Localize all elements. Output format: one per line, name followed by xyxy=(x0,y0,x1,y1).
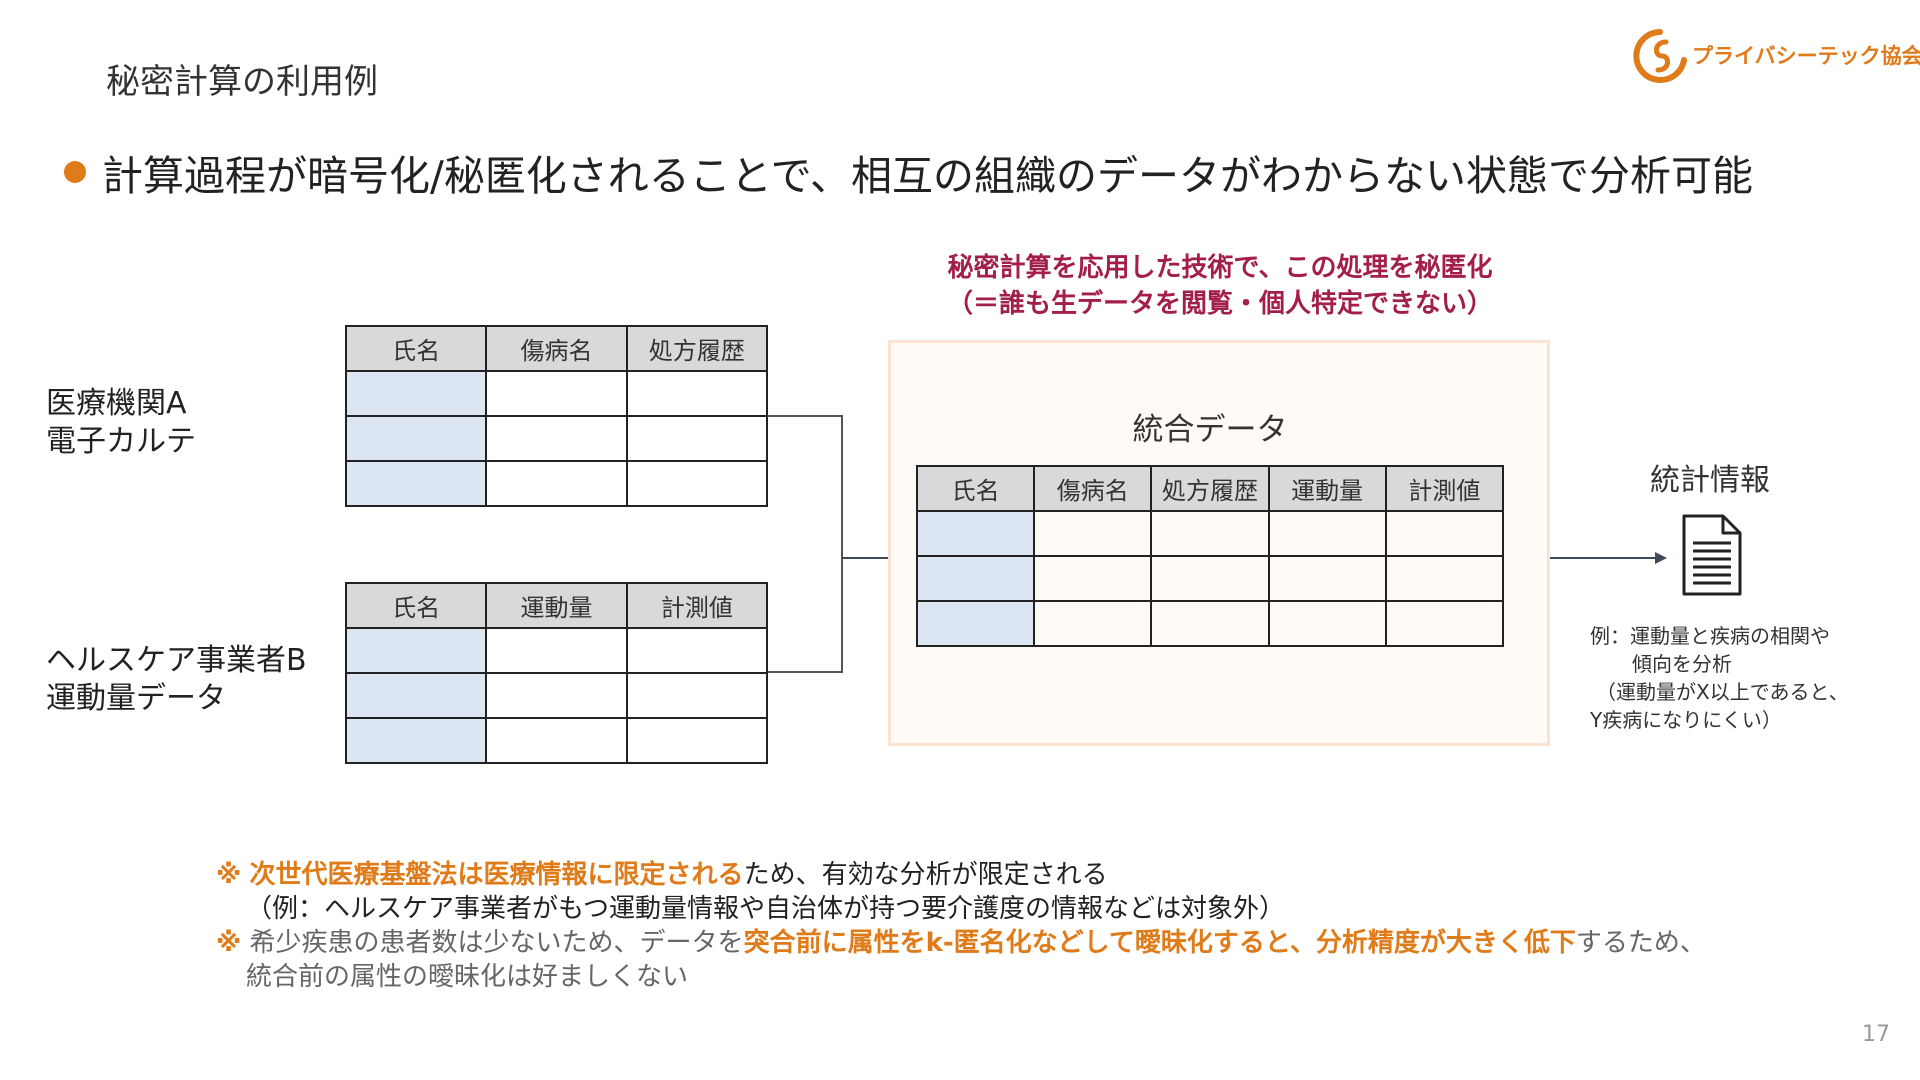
document-icon xyxy=(1682,514,1742,596)
table-header-row: 氏名 傷病名 処方履歴 運動量 計測値 xyxy=(915,465,1505,512)
logo-mark-icon xyxy=(1633,29,1687,83)
column-header: 氏名 xyxy=(344,325,488,372)
table-cell xyxy=(485,627,628,674)
page-number: 17 xyxy=(1862,1022,1890,1047)
table-cell xyxy=(1267,510,1387,557)
logo-text: プライバシーテック協会 xyxy=(1692,44,1920,68)
table-row xyxy=(344,627,769,674)
arrowhead-icon xyxy=(1655,552,1667,564)
column-header: 処方履歴 xyxy=(1150,465,1270,512)
source-a-table: 氏名 傷病名 処方履歴 xyxy=(344,325,769,507)
footnote-mark: ※ xyxy=(216,860,242,890)
secure-note: 秘密計算を応用した技術で、この処理を秘匿化 （＝誰も生データを閲覧・個人特定でき… xyxy=(870,250,1570,322)
footnote-2-line2: 統合前の属性の曖昧化は好ましくない xyxy=(246,962,689,992)
table-cell xyxy=(1150,600,1270,647)
key-cell xyxy=(344,370,488,417)
stats-example: 例：運動量と疾病の相関や 傾向を分析 （運動量がX以上であると、 Y疾病になりに… xyxy=(1590,622,1849,734)
secure-note-line1: 秘密計算を応用した技術で、この処理を秘匿化 xyxy=(947,253,1493,283)
merged-table: 氏名 傷病名 処方履歴 運動量 計測値 xyxy=(915,465,1505,647)
table-cell xyxy=(1384,510,1505,557)
section-title: 秘密計算の利用例 xyxy=(106,62,378,102)
table-cell xyxy=(625,370,769,417)
table-row xyxy=(915,555,1505,602)
table-cell xyxy=(1267,555,1387,602)
footnote-2-text-post: するため、 xyxy=(1575,928,1706,958)
table-cell xyxy=(625,672,769,719)
key-cell xyxy=(915,555,1036,602)
table-row xyxy=(344,370,769,417)
logo: プライバシーテック協会 xyxy=(1630,26,1920,88)
footnote-mark: ※ xyxy=(216,928,242,958)
source-a-name: 医療機関A xyxy=(46,386,187,421)
table-row xyxy=(344,717,769,764)
bullet-dot-icon xyxy=(64,161,86,183)
footnote-2-highlight: 突合前に属性をk-匿名化などして曖昧化すると、分析精度が大きく低下 xyxy=(743,928,1576,958)
table-cell xyxy=(1384,600,1505,647)
table-cell xyxy=(625,415,769,462)
table-header-row: 氏名 運動量 計測値 xyxy=(344,582,769,629)
example-line: 例：運動量と疾病の相関や xyxy=(1590,624,1830,648)
table-row xyxy=(915,510,1505,557)
table-row xyxy=(344,460,769,507)
key-cell xyxy=(344,460,488,507)
merged-title: 統合データ xyxy=(1132,412,1288,448)
example-line: Y疾病になりにくい） xyxy=(1590,708,1782,732)
key-cell xyxy=(915,510,1036,557)
footnote-1-text: ため、有効な分析が限定される xyxy=(743,860,1108,890)
table-cell xyxy=(1384,555,1505,602)
column-header: 傷病名 xyxy=(485,325,628,372)
table-cell xyxy=(625,460,769,507)
table-cell xyxy=(1033,510,1153,557)
table-cell xyxy=(485,717,628,764)
table-row xyxy=(344,672,769,719)
footnotes: ※ 次世代医療基盤法は医療情報に限定されるため、有効な分析が限定される （例：ヘ… xyxy=(216,858,1706,994)
column-header: 氏名 xyxy=(915,465,1036,512)
table-row xyxy=(915,600,1505,647)
table-row xyxy=(344,415,769,462)
headline-row: 計算過程が暗号化/秘匿化されることで、相互の組織のデータがわからない状態で分析可… xyxy=(64,142,1753,202)
footnote-1-example: （例：ヘルスケア事業者がもつ運動量情報や自治体が持つ要介護度の情報などは対象外） xyxy=(246,894,1285,924)
table-cell xyxy=(1267,600,1387,647)
column-header: 運動量 xyxy=(1267,465,1387,512)
table-cell xyxy=(485,370,628,417)
table-cell xyxy=(1150,555,1270,602)
key-cell xyxy=(344,415,488,462)
key-cell xyxy=(344,627,488,674)
source-b-desc: 運動量データ xyxy=(46,681,226,716)
column-header: 氏名 xyxy=(344,582,488,629)
example-line: （運動量がX以上であると、 xyxy=(1596,680,1849,704)
source-b-name: ヘルスケア事業者B xyxy=(46,643,307,678)
table-cell xyxy=(485,415,628,462)
footnote-2-text-pre: 希少疾患の患者数は少ないため、データを xyxy=(249,928,744,958)
connector-a xyxy=(768,415,843,558)
example-line: 傾向を分析 xyxy=(1632,652,1732,676)
source-b-table: 氏名 運動量 計測値 xyxy=(344,582,769,764)
column-header: 計測値 xyxy=(625,582,769,629)
secure-note-line2: （＝誰も生データを閲覧・個人特定できない） xyxy=(946,289,1493,319)
table-cell xyxy=(1150,510,1270,557)
key-cell xyxy=(344,717,488,764)
footnote-1-highlight: 次世代医療基盤法は医療情報に限定される xyxy=(249,860,744,890)
connector-b xyxy=(768,558,843,673)
footnote-1: ※ 次世代医療基盤法は医療情報に限定されるため、有効な分析が限定される xyxy=(216,858,1706,892)
source-a-label: 医療機関A 電子カルテ xyxy=(46,385,196,461)
key-cell xyxy=(344,672,488,719)
table-cell xyxy=(625,627,769,674)
table-cell xyxy=(1033,555,1153,602)
column-header: 計測値 xyxy=(1384,465,1505,512)
column-header: 処方履歴 xyxy=(625,325,769,372)
footnote-2: ※ 希少疾患の患者数は少ないため、データを突合前に属性をk-匿名化などして曖昧化… xyxy=(216,926,1706,960)
table-cell xyxy=(625,717,769,764)
table-cell xyxy=(485,672,628,719)
column-header: 運動量 xyxy=(485,582,628,629)
source-a-desc: 電子カルテ xyxy=(46,424,196,459)
headline: 計算過程が暗号化/秘匿化されることで、相互の組織のデータがわからない状態で分析可… xyxy=(102,152,1753,200)
stats-title: 統計情報 xyxy=(1650,463,1770,498)
source-b-label: ヘルスケア事業者B 運動量データ xyxy=(46,642,307,718)
table-cell xyxy=(485,460,628,507)
table-header-row: 氏名 傷病名 処方履歴 xyxy=(344,325,769,372)
key-cell xyxy=(915,600,1036,647)
column-header: 傷病名 xyxy=(1033,465,1153,512)
table-cell xyxy=(1033,600,1153,647)
